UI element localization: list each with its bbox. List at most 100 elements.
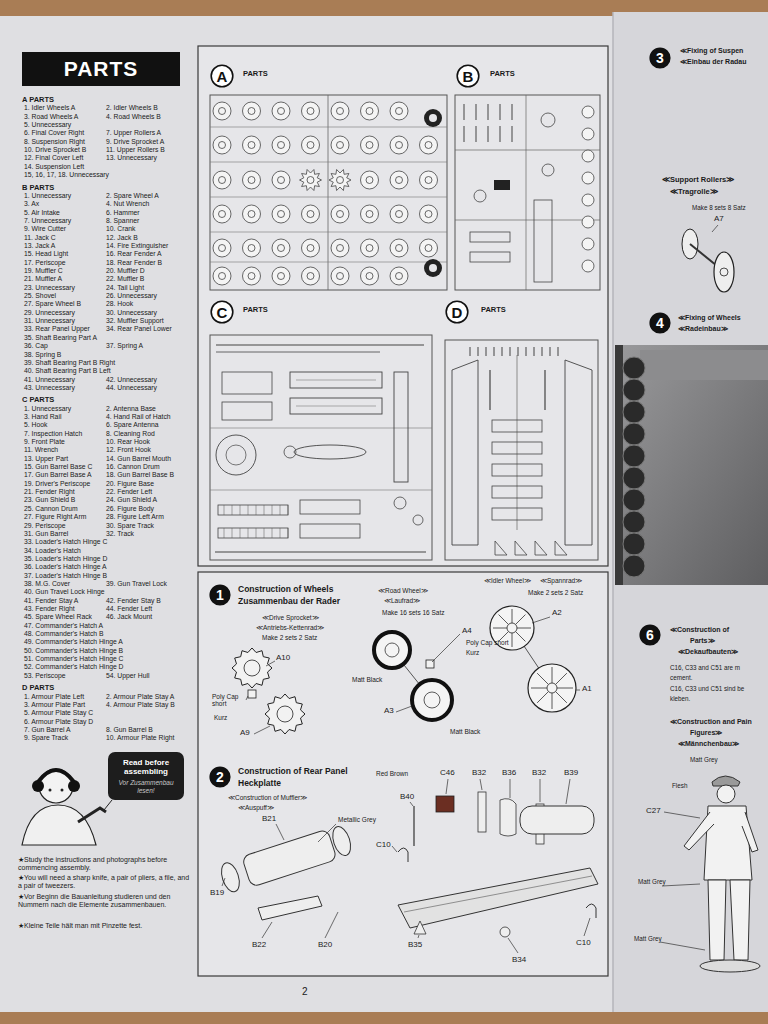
parts-list-item: 29. Periscope <box>24 522 66 530</box>
parts-list-item: 7. Unnecessary <box>24 217 71 225</box>
parts-list-item: 5. Air Intake <box>24 209 60 217</box>
wheel-part <box>390 205 408 223</box>
parts-list-item: 13. Unnecessary <box>106 154 157 162</box>
parts-list-item: 6. Armour Plate Stay D <box>24 718 93 726</box>
road-wheel <box>424 692 440 708</box>
parts-list-item: 30. Spare Track <box>106 522 154 530</box>
wheel-hub <box>366 142 373 149</box>
banner-title: PARTS <box>64 57 139 81</box>
leader-line <box>396 706 412 712</box>
wheel-part <box>420 171 438 189</box>
wheel-part <box>390 102 408 120</box>
wheel-part <box>243 102 261 120</box>
figure-head <box>717 785 735 803</box>
wheel-part <box>302 136 320 154</box>
cartoon-pointer <box>104 800 112 810</box>
parts-banner: PARTS <box>22 52 180 86</box>
stay-part <box>495 541 507 555</box>
wheel-part <box>331 136 349 154</box>
wheel-hub <box>219 108 226 115</box>
part-note: Poly Cap short <box>466 639 509 646</box>
small-part <box>510 347 511 356</box>
sprue-heading: PARTS <box>490 70 515 79</box>
parts-list-item: 1. Unnecessary <box>24 405 71 413</box>
muffler-assembly <box>218 823 354 895</box>
small-part <box>464 104 465 120</box>
wheel-hub <box>396 108 403 115</box>
circle-outline <box>650 48 670 68</box>
part-shape <box>216 352 380 353</box>
note-text: ★Vor Beginn die Bauanleitung studieren u… <box>18 893 192 909</box>
drive-sprocket <box>277 706 293 722</box>
page-number: 2 <box>302 986 308 998</box>
sub-heading: ≪Männchenbau≫ <box>678 740 739 748</box>
stay-part <box>555 541 567 555</box>
wheel-part <box>302 102 320 120</box>
parts-list-item: 33. Rear Panel Upper <box>24 325 90 333</box>
sub-heading: ≪Spannrad≫ <box>540 577 582 584</box>
part-shape <box>300 524 360 538</box>
wheel-part <box>361 267 379 285</box>
parts-list-item: 8. Cleaning Rod <box>106 430 155 438</box>
small-part <box>470 347 471 356</box>
step-heading: Figures≫ <box>690 729 722 737</box>
figure-part <box>294 445 366 459</box>
parts-list-item: 47. Commander's Hatch A <box>24 622 103 630</box>
parts-list-item: 11. Upper Rollers B <box>106 146 165 154</box>
parts-list-item: 20. Muffler D <box>106 267 145 275</box>
wheel-part <box>272 102 290 120</box>
wheel-part <box>331 205 349 223</box>
idler-spoke <box>516 615 526 625</box>
small-part <box>486 347 487 356</box>
sprocket-part <box>329 170 351 191</box>
hull-wheel <box>623 401 645 423</box>
rear-panel <box>404 876 592 912</box>
part-detail <box>296 406 376 407</box>
wheel-part <box>213 102 231 120</box>
figure-leg <box>708 880 726 960</box>
parts-list-item: 46. Jack Mount <box>106 613 152 621</box>
road-wheel <box>374 632 410 668</box>
parts-list-item: 39. Gun Travel Lock <box>106 580 167 588</box>
hull-wheel <box>623 489 645 511</box>
wheel-part <box>243 205 261 223</box>
leader-line <box>325 912 338 938</box>
muffler-cap <box>329 824 353 857</box>
parts-list-item: 2. Idler Wheels B <box>106 104 158 112</box>
wheel-hub <box>337 142 344 149</box>
cartoon-eye <box>61 789 64 792</box>
parts-list-item: 42. Fender Stay B <box>106 597 161 605</box>
hull-wheel <box>623 511 645 533</box>
step-heading: Heckplatte <box>238 779 281 789</box>
parts-list-item: 51. Commander's Hatch Hinge C <box>24 655 124 663</box>
quantity-note: Make 2 sets 2 Satz <box>262 634 317 641</box>
hull-wheel <box>623 379 645 401</box>
parts-list-item: 31. Unnecessary <box>24 317 75 325</box>
leader-line <box>584 918 590 936</box>
wheel-part <box>213 205 231 223</box>
hook-part <box>398 848 408 862</box>
circle-label: A <box>217 69 228 84</box>
parts-list-item: 22. Fender Left <box>106 488 152 496</box>
paint-note: Matt Grey <box>690 756 718 763</box>
drive-sprocket <box>232 648 272 688</box>
parts-list-item: 1. Unnecessary <box>24 192 71 200</box>
small-part <box>526 347 527 356</box>
parts-list-item: 4. Armour Plate Stay B <box>106 701 175 709</box>
parts-list-item: 44. Unnecessary <box>106 384 157 392</box>
part-number: B20 <box>318 940 332 949</box>
parts-list-item: 52. Commander's Hatch Hinge D <box>24 663 124 671</box>
part-shape <box>500 799 516 836</box>
parts-list-item: 18. Gun Barrel Base B <box>106 471 174 479</box>
cartoon-head <box>39 769 73 803</box>
paint-note: Matt Black <box>450 728 480 735</box>
note-text: C16, C33 und C51 sind be <box>670 685 744 692</box>
part-shape <box>216 344 424 345</box>
parts-list-item: 10. Armour Plate Right <box>106 734 174 742</box>
step-heading: ≪Radeinbau≫ <box>678 325 728 333</box>
leader-line <box>410 802 413 806</box>
part-shape <box>429 114 437 122</box>
parts-list-item: 4. Hand Rail of Hatch <box>106 413 171 421</box>
parts-list-item: 16. Cannon Drum <box>106 463 160 471</box>
